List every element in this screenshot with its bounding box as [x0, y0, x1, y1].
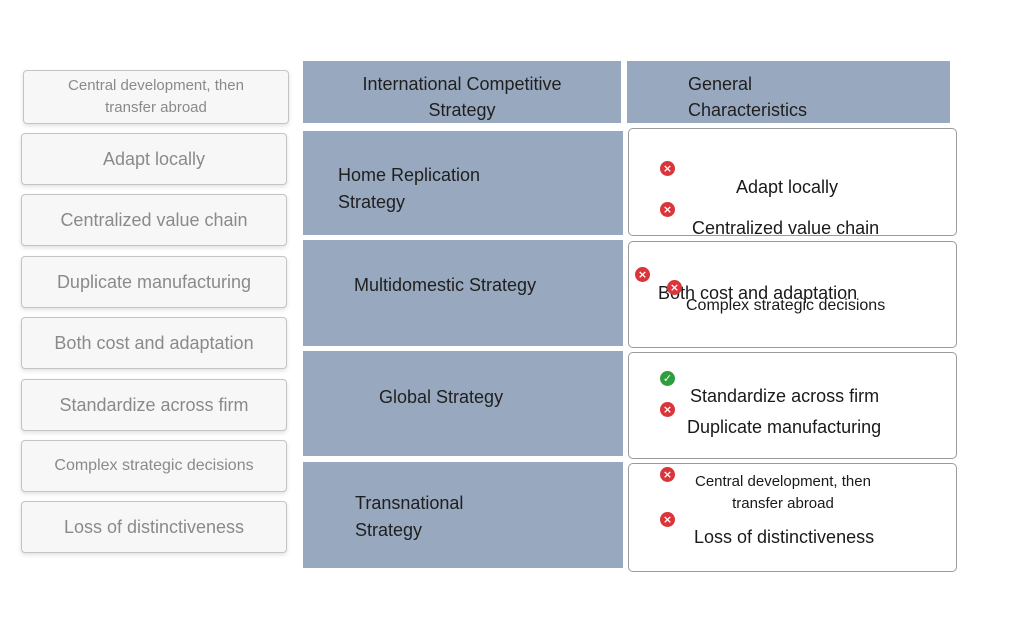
strategy-cell-home-replication: Home Replication Strategy [303, 131, 623, 235]
answer-chip[interactable]: Adapt locally [21, 133, 287, 185]
chip-label: Loss of distinctiveness [63, 516, 245, 537]
placed-answer[interactable]: Centralized value chain [692, 218, 880, 238]
incorrect-icon: × [660, 512, 675, 527]
chip-label: Central development, then transfer abroa… [68, 77, 244, 116]
strategy-cell-global: Global Strategy [303, 351, 623, 456]
incorrect-icon: × [635, 267, 650, 282]
drop-zone-transnational[interactable]: × Central development, then transfer abr… [628, 463, 957, 572]
placed-answer[interactable]: Standardize across firm [690, 386, 880, 406]
drop-zone-global[interactable]: ✓ Standardize across firm × Duplicate ma… [628, 352, 957, 459]
characteristics-column-header: General Characteristics [627, 61, 950, 123]
answer-chip[interactable]: Centralized value chain [21, 194, 287, 246]
answer-chip[interactable]: Standardize across firm [21, 379, 287, 431]
strategy-label: Home Replication Strategy [338, 165, 481, 212]
answer-chip[interactable]: Both cost and adaptation [21, 317, 287, 369]
characteristics-header-label: General Characteristics [688, 74, 808, 120]
drop-zone-home-replication[interactable]: × Adapt locally × Centralized value chai… [628, 128, 957, 238]
chip-label: Centralized value chain [60, 209, 248, 230]
placed-answer[interactable]: Adapt locally [736, 177, 839, 197]
chip-label: Standardize across firm [59, 394, 249, 415]
placed-answer[interactable]: Duplicate manufacturing [687, 417, 882, 437]
incorrect-icon: × [660, 202, 675, 217]
answer-chip[interactable]: Complex strategic decisions [21, 440, 287, 492]
incorrect-icon: × [667, 280, 682, 295]
strategy-header-label: International Competitive Strategy [362, 74, 562, 120]
correct-icon: ✓ [660, 371, 675, 386]
incorrect-icon: × [660, 161, 675, 176]
chip-label: Complex strategic decisions [54, 457, 254, 474]
answer-chip[interactable]: Duplicate manufacturing [21, 256, 287, 308]
placed-answer[interactable]: Complex strategic decisions [686, 297, 886, 314]
placed-answer[interactable]: Central development, then transfer abroa… [695, 473, 871, 512]
chip-label: Adapt locally [102, 148, 206, 169]
strategy-column-header: International Competitive Strategy [303, 61, 621, 123]
drop-zone-multidomestic[interactable]: × Both cost and adaptation × Complex str… [628, 241, 957, 348]
strategy-label: Transnational Strategy [355, 493, 464, 540]
strategy-cell-transnational: Transnational Strategy [303, 462, 623, 568]
incorrect-icon: × [660, 467, 675, 482]
strategy-label: Multidomestic Strategy [354, 275, 537, 295]
strategy-cell-multidomestic: Multidomestic Strategy [303, 240, 623, 346]
chip-label: Duplicate manufacturing [56, 271, 252, 292]
strategy-label: Global Strategy [379, 387, 504, 407]
chip-label: Both cost and adaptation [54, 332, 254, 353]
incorrect-icon: × [660, 402, 675, 417]
answer-chip[interactable]: Central development, then transfer abroa… [23, 70, 289, 124]
placed-answer[interactable]: Loss of distinctiveness [694, 527, 875, 547]
answer-chip[interactable]: Loss of distinctiveness [21, 501, 287, 553]
placed-answer[interactable]: Both cost and adaptation [658, 283, 858, 303]
